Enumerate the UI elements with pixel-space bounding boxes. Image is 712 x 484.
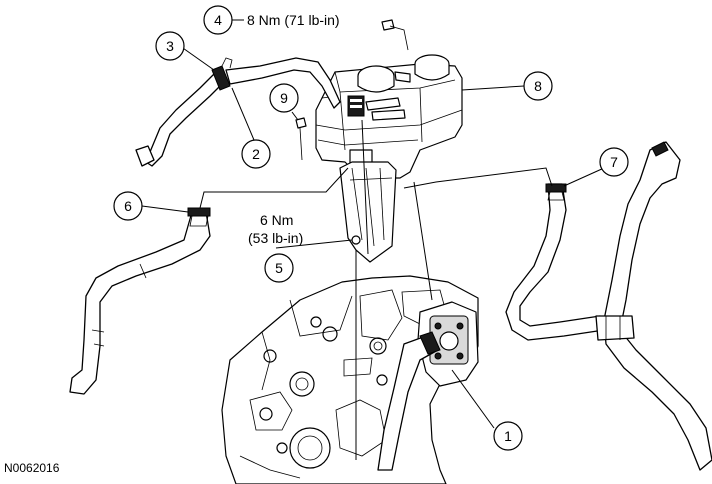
engine-block: [221, 275, 479, 484]
callout-1: 1: [493, 421, 523, 451]
callout-7: 7: [599, 147, 629, 177]
callout-6: 6: [113, 191, 143, 221]
callout-number: 8: [534, 78, 542, 94]
callout-number: 4: [214, 12, 222, 28]
left-hose: [69, 207, 211, 395]
degas-bottle-bracket: [339, 161, 397, 263]
bolt-4: [381, 19, 409, 51]
callout-4: 4: [203, 5, 233, 35]
callout-number: 7: [610, 154, 618, 170]
coolant-outlet-housing: [377, 301, 479, 471]
torque-label-5-line2: (53 lb-in): [248, 230, 303, 246]
callout-number: 3: [166, 38, 174, 54]
callout-9: 9: [269, 83, 299, 113]
degas-bottle: [315, 54, 463, 179]
torque-label-5-line1: 6 Nm: [260, 212, 293, 228]
bolt: [295, 117, 307, 161]
callout-3: 3: [155, 31, 185, 61]
callout-2: 2: [241, 139, 271, 169]
far-right-hose: [595, 141, 712, 471]
right-hose: [505, 183, 605, 341]
callout-number: 2: [252, 146, 260, 162]
callout-number: 9: [280, 90, 288, 106]
figure-id: N0062016: [4, 461, 60, 475]
leader-lines: [141, 19, 605, 460]
upper-left-hose: [135, 57, 341, 167]
callout-number: 1: [504, 428, 512, 444]
callout-number: 5: [275, 260, 283, 276]
callout-5: 5: [264, 253, 294, 283]
callout-number: 6: [124, 198, 132, 214]
torque-label-4: 8 Nm (71 lb-in): [247, 12, 340, 28]
callout-8: 8: [523, 71, 553, 101]
